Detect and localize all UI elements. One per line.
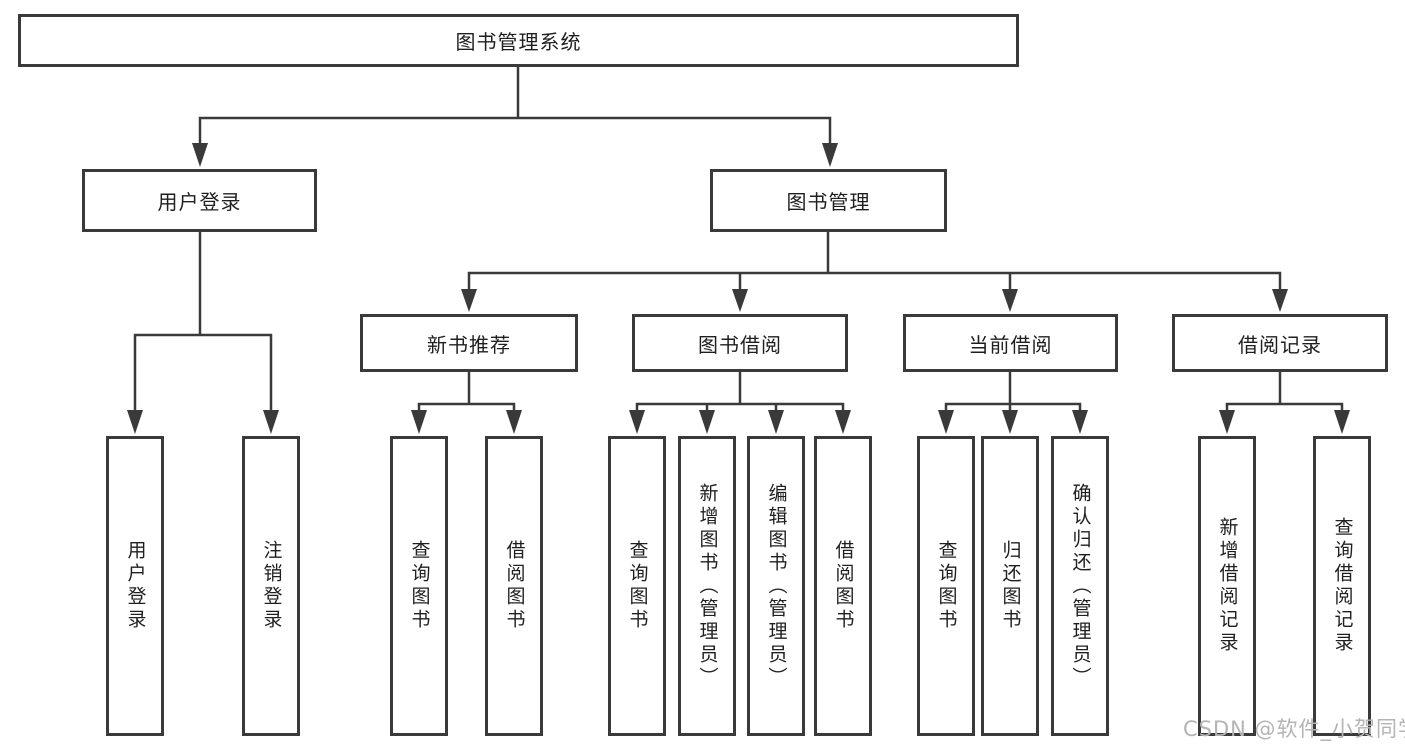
leaf-logout: 注销登录 [242,436,300,736]
leaf-current-query-books: 查询图书 [917,436,975,736]
node-current-borrowing: 当前借阅 [903,314,1118,372]
node-borrowing-records: 借阅记录 [1172,314,1388,372]
leaf-recommend-borrow-books: 借阅图书 [485,436,543,736]
node-book-management: 图书管理 [710,169,947,232]
leaf-borrowing-edit-books-admin: 编辑图书（管理员） [747,436,805,736]
node-user-login: 用户登录 [82,169,317,232]
leaf-current-confirm-return-admin: 确认归还（管理员） [1051,436,1109,736]
leaf-records-query-borrow-record: 查询借阅记录 [1313,436,1371,736]
leaf-recommend-query-books: 查询图书 [390,436,448,736]
leaf-borrowing-add-books-admin: 新增图书（管理员） [678,436,736,736]
node-root-system: 图书管理系统 [18,14,1019,67]
leaf-current-return-books: 归还图书 [981,436,1039,736]
leaf-records-add-borrow-record: 新增借阅记录 [1198,436,1256,736]
leaf-borrowing-query-books: 查询图书 [608,436,666,736]
leaf-borrowing-borrow-books: 借阅图书 [814,436,872,736]
node-book-borrowing: 图书借阅 [632,314,848,372]
node-new-book-recommendation: 新书推荐 [360,314,578,372]
leaf-user-login: 用户登录 [106,436,164,736]
csdn-watermark: CSDN @软件_小贺同学 [1183,717,1405,741]
